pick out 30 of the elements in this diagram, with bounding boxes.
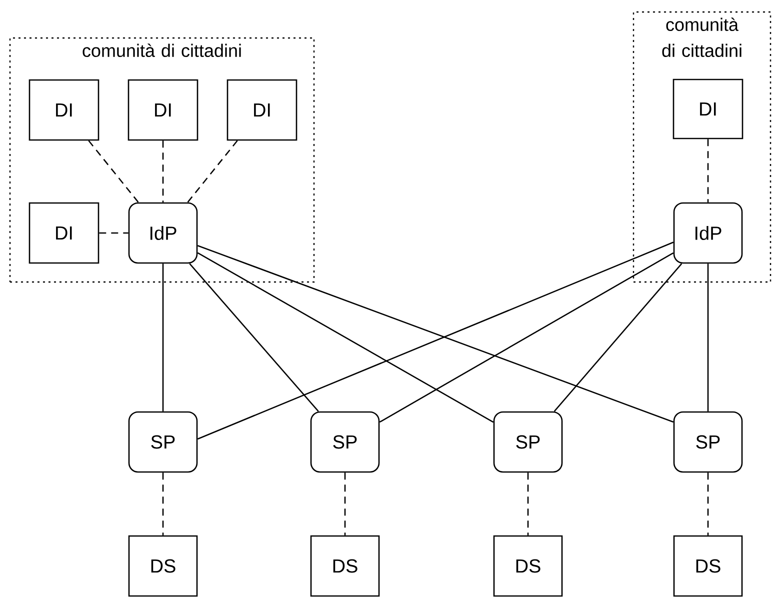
dashed-connector — [99, 232, 128, 234]
connector-line — [197, 252, 494, 423]
dashed-connector — [707, 472, 709, 536]
dashed-connector — [187, 140, 238, 203]
connector-line — [707, 264, 709, 412]
server-box: SP — [128, 411, 198, 473]
server-box: SP — [673, 411, 743, 473]
connector-line — [189, 263, 319, 412]
device-box: DS — [310, 535, 380, 597]
dashed-connector — [527, 472, 529, 536]
device-box: DS — [493, 535, 563, 597]
server-box: SP — [493, 411, 563, 473]
device-box: DS — [128, 535, 198, 597]
connector-line — [162, 264, 164, 412]
dashed-connector — [88, 140, 139, 203]
connector-line — [379, 252, 674, 423]
device-box: DI — [226, 79, 298, 141]
dashed-connector — [162, 472, 164, 536]
dashed-connector — [344, 472, 346, 536]
server-box: IdP — [673, 202, 743, 264]
dashed-connector — [162, 140, 164, 202]
server-box: IdP — [128, 202, 198, 264]
device-box: DI — [128, 79, 198, 141]
connector-line — [554, 263, 682, 412]
device-box: DI — [28, 79, 100, 141]
dashed-connector — [707, 139, 709, 202]
device-box: DI — [672, 78, 744, 140]
device-box: DI — [28, 202, 100, 264]
device-box: DS — [673, 535, 743, 597]
server-box: SP — [310, 411, 380, 473]
